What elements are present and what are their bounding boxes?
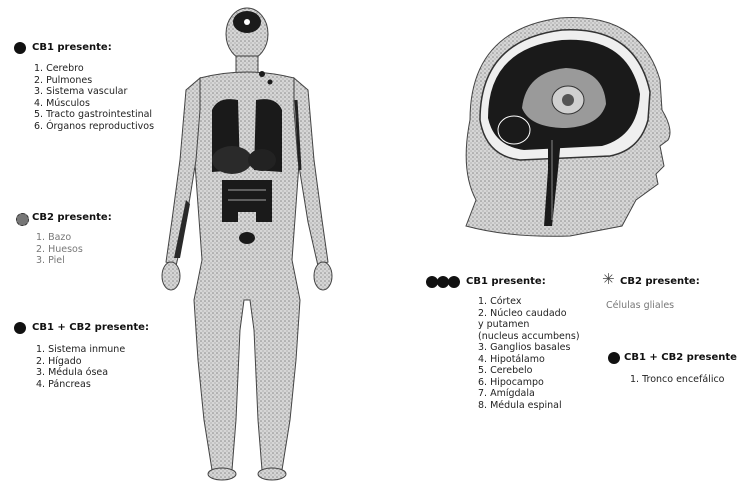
body-cb1-cb2-list: 1. Sistema inmune 2. Hígado 3. Médula ós… bbox=[36, 344, 125, 390]
list-item: y putamen bbox=[478, 319, 580, 331]
list-item: 3. Médula ósea bbox=[36, 367, 125, 379]
head-cb2-list: Células gliales bbox=[606, 300, 674, 312]
list-item: 1. Córtex bbox=[478, 296, 580, 308]
glial-star-icon: ✳ bbox=[602, 272, 615, 287]
list-item: 4. Hipotálamo bbox=[478, 354, 580, 366]
body-cb2-heading: CB2 presente: bbox=[32, 212, 112, 223]
cb1-marker-icon bbox=[14, 42, 26, 54]
list-item: 5. Cerebelo bbox=[478, 365, 580, 377]
list-item: 6. Hipocampo bbox=[478, 377, 580, 389]
list-item: 3. Ganglios basales bbox=[478, 342, 580, 354]
list-item: 8. Médula espinal bbox=[478, 400, 580, 412]
cb2-marker-icon bbox=[16, 213, 29, 226]
list-item: 2. Huesos bbox=[36, 244, 83, 256]
list-item: 5. Tracto gastrointestinal bbox=[34, 109, 154, 121]
cerebellum-region bbox=[498, 116, 530, 144]
stomach-organ bbox=[248, 149, 276, 171]
head-cb1-cb2-marker-icon bbox=[608, 352, 620, 364]
head-cb1-cb2-heading: CB1 + CB2 presente: bbox=[624, 352, 737, 363]
reproductive-organ bbox=[239, 232, 255, 244]
list-item: Células gliales bbox=[606, 300, 674, 312]
head-cb1-cb2-list: 1. Tronco encefálico bbox=[630, 374, 725, 386]
list-item: 2. Pulmones bbox=[34, 75, 154, 87]
head-cb1-marker-icon bbox=[426, 275, 462, 289]
liver-organ bbox=[212, 146, 252, 174]
list-item: 7. Amígdala bbox=[478, 388, 580, 400]
list-item: 4. Páncreas bbox=[36, 379, 125, 391]
list-item: 3. Sistema vascular bbox=[34, 86, 154, 98]
list-item: 1. Tronco encefálico bbox=[630, 374, 725, 386]
cb1-cb2-marker-icon bbox=[14, 322, 26, 334]
list-item: 3. Piel bbox=[36, 255, 83, 267]
head-cb1-list: 1. Córtex 2. Núcleo caudado y putamen (n… bbox=[478, 296, 580, 411]
list-item: 1. Bazo bbox=[36, 232, 83, 244]
list-item: 2. Núcleo caudado bbox=[478, 308, 580, 320]
list-item: 2. Hígado bbox=[36, 356, 125, 368]
body-cb2-list: 1. Bazo 2. Huesos 3. Piel bbox=[36, 232, 83, 267]
head-cb1-heading: CB1 presente: bbox=[466, 276, 546, 287]
head-cb2-heading: CB2 presente: bbox=[620, 276, 700, 287]
list-item: 1. Cerebro bbox=[34, 63, 154, 75]
list-item: 1. Sistema inmune bbox=[36, 344, 125, 356]
body-cb1-list: 1. Cerebro 2. Pulmones 3. Sistema vascul… bbox=[34, 63, 154, 132]
list-item: 6. Órganos reproductivos bbox=[34, 121, 154, 133]
list-item: (nucleus accumbens) bbox=[478, 331, 580, 343]
list-item: 4. Músculos bbox=[34, 98, 154, 110]
body-cb1-cb2-heading: CB1 + CB2 presente: bbox=[32, 322, 149, 333]
body-cb1-heading: CB1 presente: bbox=[32, 42, 112, 53]
